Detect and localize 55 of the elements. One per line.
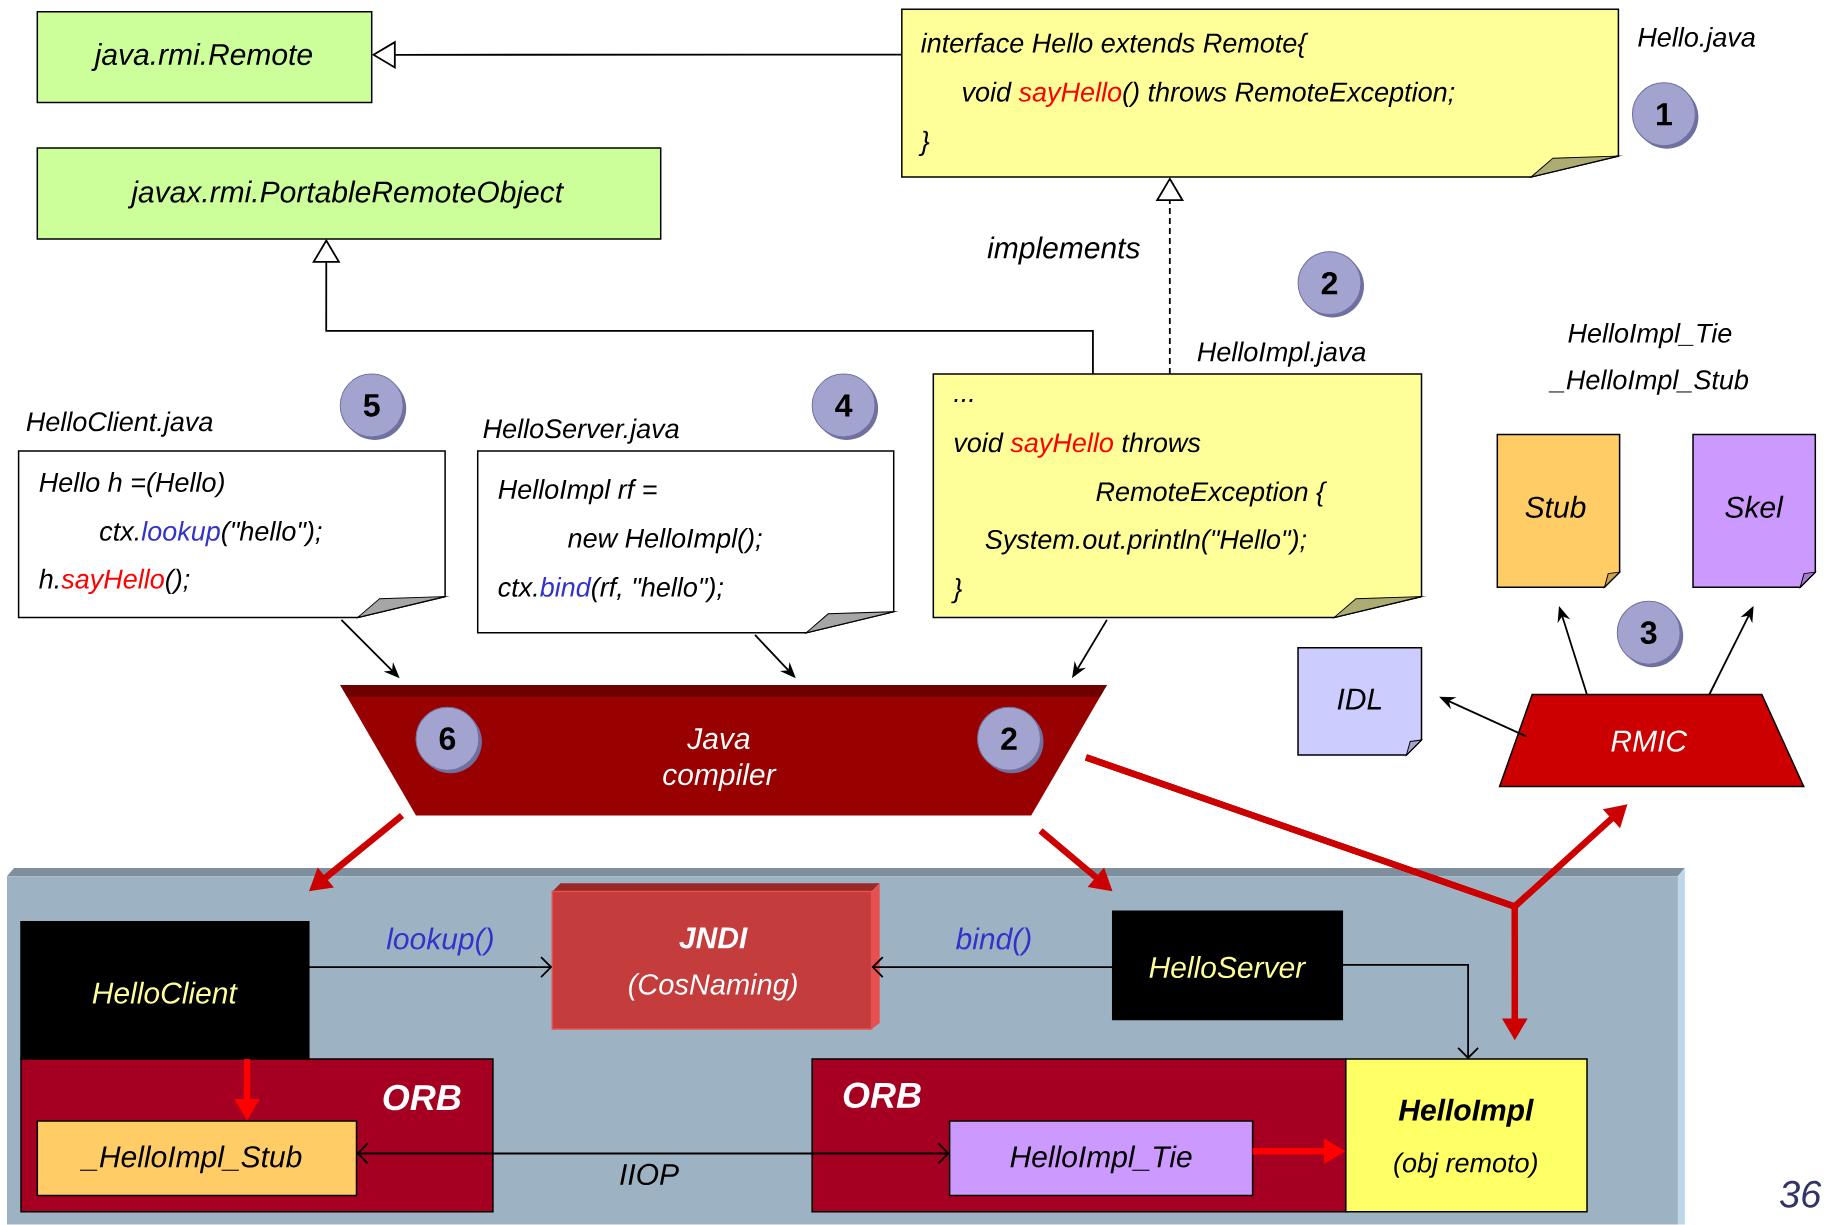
node-label: } [951,578,962,604]
node-label: ctx. [498,579,537,597]
edge-label: lookup() [384,925,497,958]
file-name-label: Hello.java [1638,27,1755,53]
node-label: lookup [141,521,220,547]
code-note: HelloImpl rf = new HelloImpl(); ctx.bind(rf, "hello"); [476,450,895,634]
page-number: 36 [1780,1180,1822,1208]
file-name-label: HelloClient.java [26,411,213,437]
node-label: throws [1122,432,1201,453]
object-box: HelloImpl (obj remoto) [1345,1058,1588,1213]
node-label: interface Hello extends Remote{ [921,32,1309,58]
node-label: System.out.println("Hello"); [985,529,1307,555]
class-box: java.rmi.Remote [36,10,373,104]
arrow [307,956,553,978]
node-label: RemoteException { [1096,481,1328,507]
node-label: void [954,432,1004,453]
arrow [356,1142,950,1165]
node-label: HelloImpl rf = [498,479,657,505]
tie-box: HelloImpl_Tie [948,1120,1254,1197]
node-label: sayHello [61,568,164,594]
node-label: ctx. [100,523,138,541]
naming-box: JNDI (CosNaming) [551,883,880,1030]
file-note: IDL [1297,647,1423,756]
node-label: (); [166,568,190,594]
rmic-trapezoid: RMIC [1498,693,1805,788]
code-note: ... void sayHello throws RemoteException { System.out.println("Hello"); } [932,373,1423,619]
server-box: HelloServer [1111,910,1344,1021]
node-label: () throws RemoteException; [1123,81,1455,107]
file-name-label: HelloImpl.java [1197,341,1366,367]
node-label: } [918,130,930,156]
file-name-label: HelloServer.java [483,418,679,444]
node-label: ... [954,399,973,402]
node-label: ("hello"); [222,521,322,547]
stub-box: _HelloImpl_Stub [36,1120,358,1197]
code-note: interface Hello extends Remote{ void sayHello() throws RemoteException; } [901,8,1620,178]
node-label: (rf, "hello"); [592,577,724,603]
node-label: h. [39,568,58,589]
edge-label: bind() [953,925,1035,958]
node-label: sayHello [1018,81,1122,107]
file-note: Skel [1692,433,1817,588]
component-label: HelloImpl_Tie [1568,323,1732,349]
client-box: HelloClient [20,920,310,1060]
file-note: Stub [1496,433,1621,588]
code-note: Hello h =(Hello) ctx.lookup("hello"); h.sayHello(); [17,450,446,619]
node-label: void [962,81,1012,102]
node-label: sayHello [1010,432,1114,458]
node-label: new HelloImpl(); [568,528,762,554]
node-label: Hello h =(Hello) [39,472,224,498]
class-box: javax.rmi.PortableRemoteObject [36,147,662,240]
edge-label: IIOP [617,1161,681,1188]
arrow [871,956,1114,978]
component-label: _HelloImpl_Stub [1548,369,1749,395]
edge-label: implements [985,234,1143,267]
node-label: bind [540,577,592,597]
arrow [1341,963,1479,1060]
